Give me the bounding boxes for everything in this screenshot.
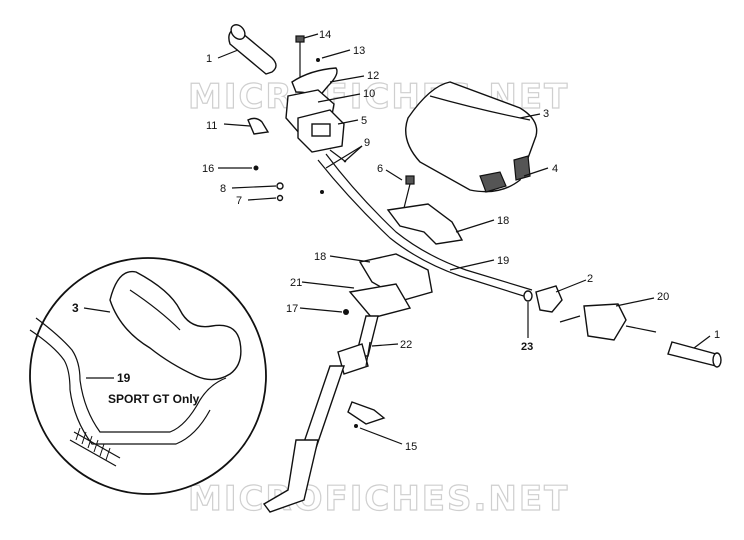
callout-1-left: 1 xyxy=(206,53,212,65)
fastener-7 xyxy=(276,194,284,202)
callout-1-right: 1 xyxy=(714,329,720,341)
callout-2: 2 xyxy=(587,273,593,285)
pin-22 xyxy=(365,341,371,367)
handlebar-19 xyxy=(317,153,533,302)
leader-lines xyxy=(217,33,711,445)
left-grip xyxy=(228,24,277,75)
watermark-bottom: MICROFICHES.NET xyxy=(188,479,569,519)
washer-13 xyxy=(316,58,320,62)
callout-5: 5 xyxy=(361,115,367,127)
switch-housing-20 xyxy=(559,303,657,341)
screw-9 xyxy=(320,190,324,194)
right-grip xyxy=(667,341,722,368)
callout-23: 23 xyxy=(521,341,533,353)
callout-13: 13 xyxy=(353,45,365,57)
callout-7: 7 xyxy=(236,195,242,207)
callout-18-top: 18 xyxy=(497,215,509,227)
inset-callout-19: 19 xyxy=(117,371,131,385)
callout-14: 14 xyxy=(319,29,331,41)
inset-detail xyxy=(29,257,267,495)
throttle-2 xyxy=(535,285,563,313)
mount-plate-21 xyxy=(348,283,412,319)
spacer-15 xyxy=(347,401,386,428)
clip-11 xyxy=(247,117,270,135)
callout-8: 8 xyxy=(220,183,226,195)
clamp-upper-18 xyxy=(386,203,464,245)
bolt-6 xyxy=(403,175,415,209)
nut-17 xyxy=(343,309,349,315)
callout-17: 17 xyxy=(286,303,298,315)
callout-4: 4 xyxy=(552,163,558,175)
callout-16: 16 xyxy=(202,163,214,175)
callout-9: 9 xyxy=(364,137,370,149)
inset-note: SPORT GT Only xyxy=(108,392,200,406)
clamp-lower-18 xyxy=(358,253,433,301)
callout-19: 19 xyxy=(497,255,509,267)
callout-20: 20 xyxy=(657,291,669,303)
callout-11: 11 xyxy=(206,120,217,132)
callout-3-top: 3 xyxy=(543,108,549,120)
callout-18-mid: 18 xyxy=(314,251,326,263)
fastener-8 xyxy=(276,182,284,190)
bolt-14 xyxy=(295,35,305,80)
handlebar-hood-3 xyxy=(405,81,538,193)
inset-callout-3: 3 xyxy=(72,301,79,315)
callout-6: 6 xyxy=(377,163,383,175)
fastener-16 xyxy=(253,165,259,171)
callout-15: 15 xyxy=(405,441,417,453)
callout-10: 10 xyxy=(363,88,375,100)
callout-22: 22 xyxy=(400,339,412,351)
callout-12: 12 xyxy=(367,70,379,82)
callout-21: 21 xyxy=(290,277,302,289)
